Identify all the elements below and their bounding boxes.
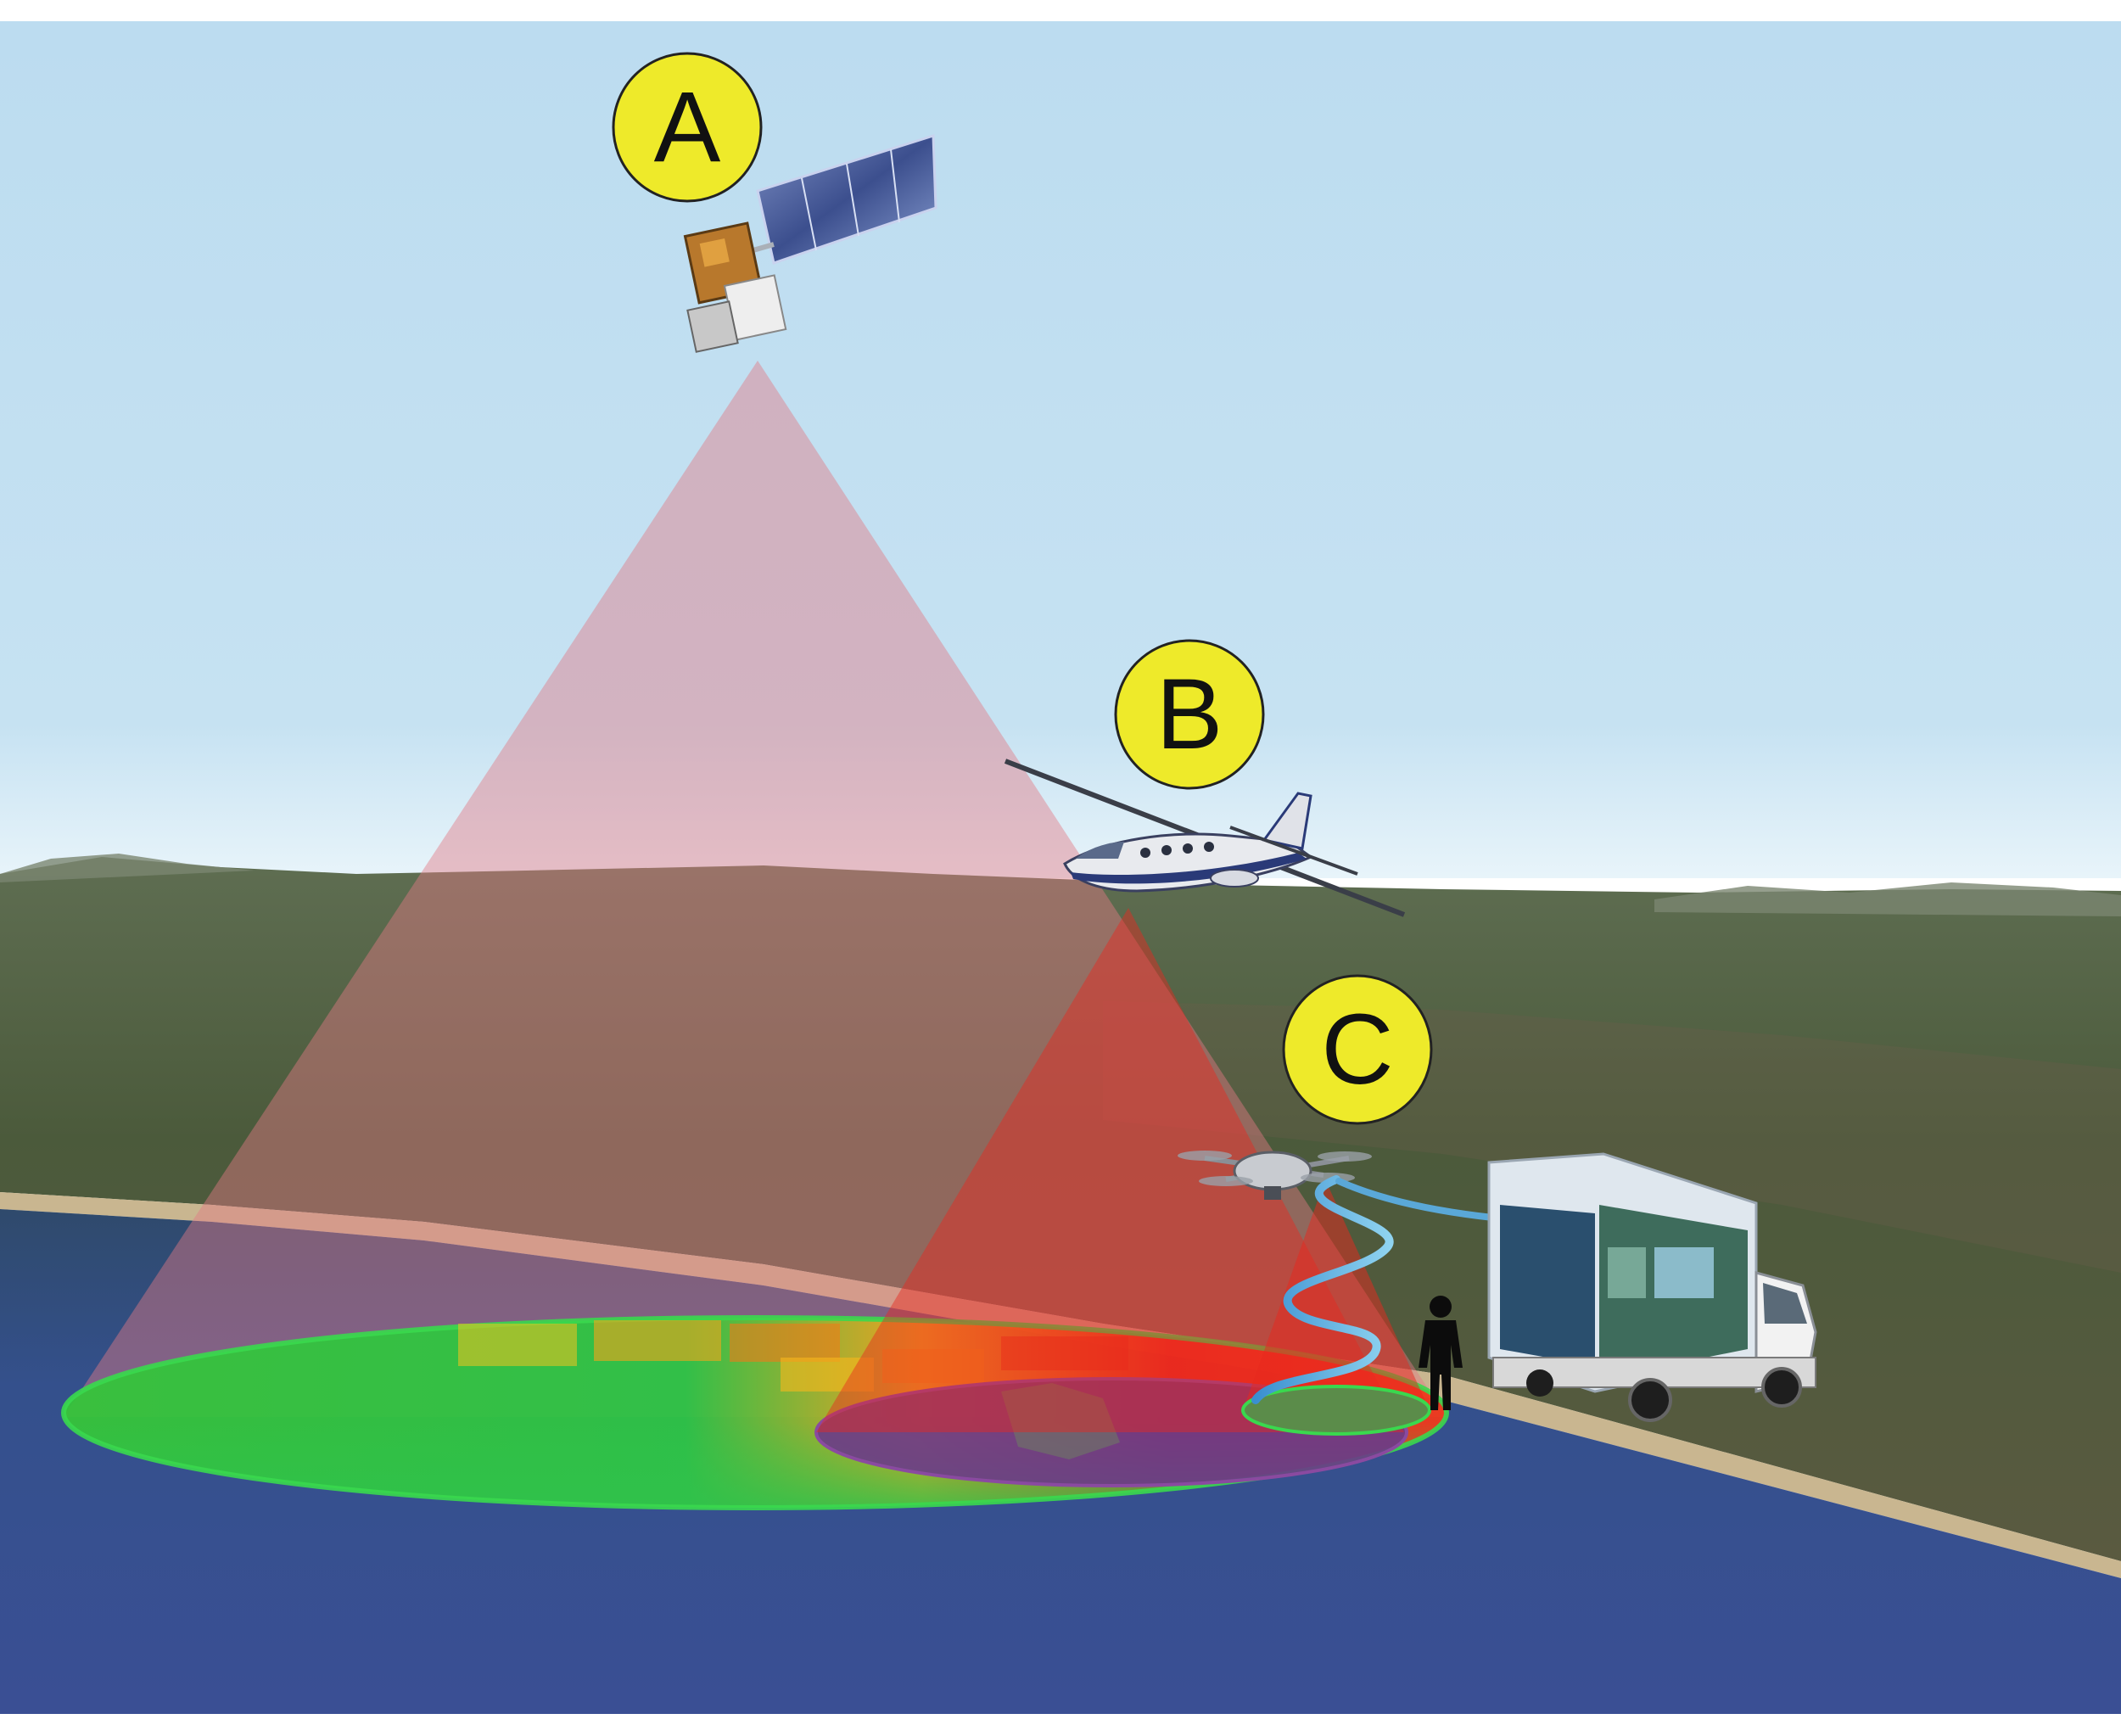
truck-cargo-side <box>1500 1205 1595 1366</box>
truck-wheel <box>1526 1369 1553 1397</box>
aircraft-window <box>1204 842 1214 852</box>
aircraft-window <box>1140 848 1150 858</box>
label-b-badge: B <box>1116 641 1263 788</box>
aircraft-window <box>1183 843 1193 854</box>
label-b-text: B <box>1156 658 1223 770</box>
drone-footprint <box>1243 1386 1430 1434</box>
label-c-text: C <box>1321 994 1393 1106</box>
bottom-frame <box>0 1714 2121 1736</box>
heat-cell <box>458 1324 577 1366</box>
satellite-sensor <box>687 301 737 351</box>
truck-cargo-window <box>1608 1247 1646 1298</box>
drone-rotor <box>1178 1151 1232 1161</box>
truck-wheel <box>1763 1369 1800 1406</box>
drone-rotor <box>1318 1151 1372 1162</box>
heat-cell <box>594 1320 721 1361</box>
label-c-badge: C <box>1284 976 1431 1123</box>
label-a-badge: A <box>613 53 761 201</box>
heat-cell <box>730 1324 840 1362</box>
label-a-text: A <box>654 71 721 183</box>
aircraft-engine <box>1211 870 1258 887</box>
truck-cargo-window <box>1654 1247 1714 1298</box>
person-head <box>1430 1296 1452 1318</box>
drone-rotor <box>1199 1176 1253 1186</box>
aircraft-window <box>1161 845 1172 855</box>
truck-wheel <box>1630 1380 1670 1420</box>
drone-camera <box>1264 1186 1281 1200</box>
sky <box>0 21 2121 878</box>
